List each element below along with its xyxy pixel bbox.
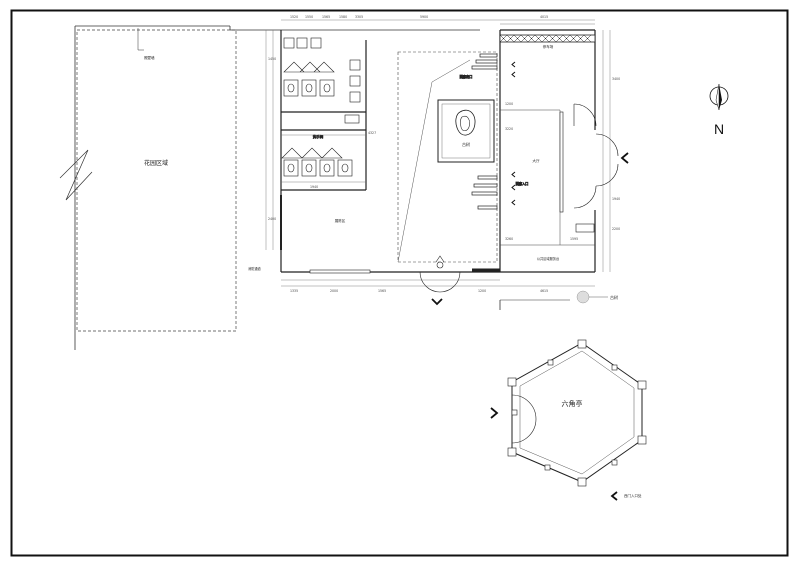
north-label: N [714, 121, 724, 137]
ancient-tree-label: 古树 [462, 141, 470, 147]
drawing-frame [10, 9, 789, 557]
main-hall-label: 大厅 [532, 158, 540, 163]
corridor-out-label: 回廊入口 [516, 181, 529, 186]
dimension-label: 1580 [339, 15, 347, 19]
ancient-tree-outside: 古树 [499, 290, 618, 310]
dimension-label: 1595 [570, 237, 578, 241]
garden-area-label: 花园区域 [144, 159, 168, 167]
corridor-steps: 回廊出口 回廊入口 [459, 53, 529, 210]
dimension-label: 4327 [368, 131, 376, 135]
dimension-label: 3400 [612, 77, 620, 81]
pavilion-entrance-arrow [490, 407, 499, 419]
display-area-label: 展陈区 [335, 218, 346, 223]
north-arrow: N [709, 83, 729, 137]
dimension-label: 1565 [322, 15, 330, 19]
garden-area: 花园区域 照壁墙 [59, 25, 480, 350]
dimension-label: 1450 [268, 57, 276, 61]
dimension-label: 1940 [310, 185, 318, 189]
courtyard: 古树 [397, 51, 498, 263]
side-label: 消防通道 [248, 266, 262, 271]
dimension-label: 2200 [612, 227, 620, 231]
dimension-label: 1335 [290, 289, 298, 293]
ancient-tree-outside-label: 古树 [610, 294, 618, 300]
display-area: 展陈区 消防通道 [248, 195, 371, 274]
dimension-label: 2400 [268, 217, 276, 221]
restroom-label: 洗手间 [313, 134, 324, 139]
west-gate-arrow [610, 491, 618, 501]
hexagon-pavilion-label: 六角亭 [562, 399, 583, 408]
dimension-label: 3305 [355, 15, 363, 19]
dimension-label: 1200 [505, 102, 513, 106]
screen-wall: 停车场 [499, 34, 596, 49]
dimension-label: 1940 [612, 197, 620, 201]
screen-wall-label: 照壁墙 [144, 55, 155, 60]
lobby-label: 停车场 [543, 44, 554, 49]
south-entrance [419, 255, 461, 293]
dimension-label: 4015 [540, 15, 548, 19]
corridor-in-label: 回廊出口 [460, 74, 473, 79]
main-hall: 大厅 公共区域服务台 [500, 103, 619, 261]
direction-arrows [431, 61, 629, 501]
restroom-fixtures: 洗手间 [281, 37, 361, 177]
dimension-lines [265, 19, 611, 287]
dimension-label: 1565 [378, 289, 386, 293]
dimension-label: 5900 [420, 15, 428, 19]
hexagon-pavilion: 六角亭 [507, 339, 647, 487]
dimension-texts: 1520 1550 1565 1580 3305 5900 4015 1335 … [268, 15, 620, 293]
entrance-note: 西门入口处 [624, 493, 642, 498]
dimension-label: 1200 [478, 289, 486, 293]
dimension-label: 3260 [505, 237, 513, 241]
south-entrance-arrow [431, 298, 443, 306]
dimension-label: 2000 [330, 289, 338, 293]
east-entrance-arrow [620, 152, 629, 164]
building-walls [280, 29, 596, 273]
shop-label: 公共区域服务台 [537, 256, 559, 261]
dimension-label: 1520 [290, 15, 298, 19]
dimension-label: 4615 [540, 289, 548, 293]
dimension-label: 3220 [505, 127, 513, 131]
dimension-label: 1550 [305, 15, 313, 19]
